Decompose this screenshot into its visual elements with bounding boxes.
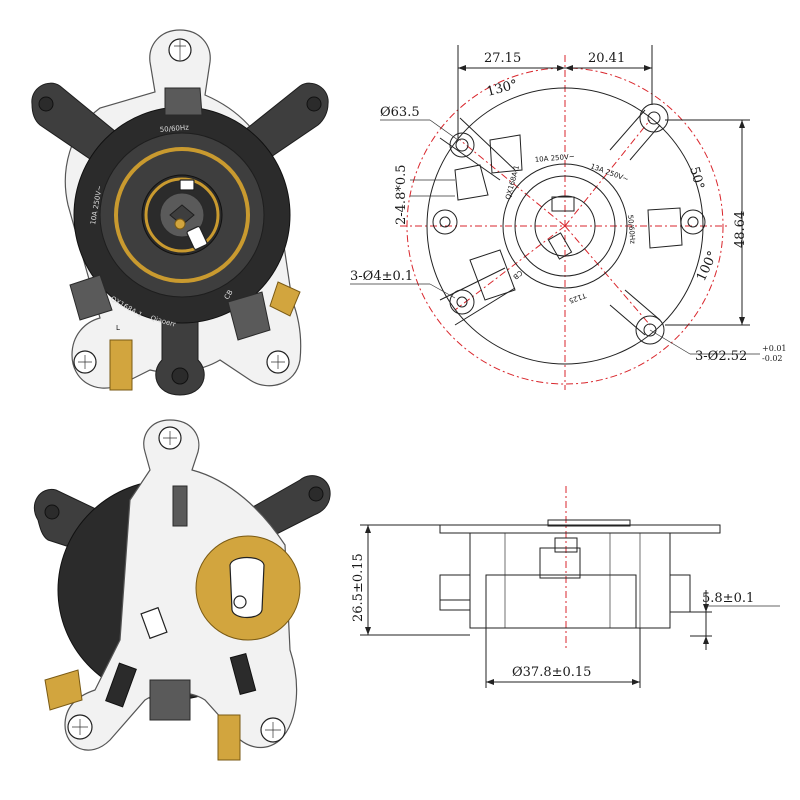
bottom-terminal-left xyxy=(44,669,83,711)
drawing-marking-rating-a: 13A 250V~ xyxy=(589,162,629,183)
disc-holder xyxy=(229,556,265,619)
terminal-pin-right xyxy=(269,281,301,317)
gold-ring-outer xyxy=(114,147,250,283)
tol-lower: -0.02 xyxy=(762,354,783,363)
terminal-pin-left xyxy=(109,339,133,391)
dim-side-height: 26.5±0.15 xyxy=(351,553,366,622)
hole-bottom-left xyxy=(449,289,475,315)
arm-bottom xyxy=(155,299,205,396)
hole-top-left xyxy=(449,132,475,158)
drawing-marking-rating-b: 10A 250V~ xyxy=(534,153,575,164)
drawing-marking-model: QX168A-1 xyxy=(504,164,521,200)
plate-outline xyxy=(426,87,704,365)
dim-width-left: 27.15 xyxy=(484,51,521,66)
hole-top-right xyxy=(639,103,669,133)
connector-bottom-view xyxy=(33,419,331,761)
angle-top: 130° xyxy=(485,77,519,100)
top-clip xyxy=(164,87,203,116)
side-pin-right xyxy=(670,574,691,613)
dim-width-right: 20.41 xyxy=(588,51,625,66)
connector-top-view: 50/60Hz 10A 250V~ QX168A-1 Qiaoerr CB L xyxy=(31,29,329,396)
tol-upper: +0.01 xyxy=(762,344,787,353)
hole-right xyxy=(680,209,706,235)
marking-freq: 50/60Hz xyxy=(159,123,189,134)
drawing-marking-temp: T125 xyxy=(568,291,588,305)
center-pin xyxy=(174,218,186,230)
dim-holes-small: 3-Ø4±0.1 xyxy=(350,269,413,284)
dim-slot: 2-4.8*0.5 xyxy=(394,164,409,225)
angle-bottom: 100° xyxy=(694,249,721,284)
marking-terminal: L xyxy=(116,324,120,332)
hole-bottom-right xyxy=(635,315,665,345)
dim-pin-height: 5.8±0.1 xyxy=(702,591,754,606)
drawing-marking-freq: 50/60Hz xyxy=(626,214,637,244)
top-tab-cross xyxy=(174,40,186,60)
side-elevation: 26.5±0.15 5.8±0.1 Ø37.8±0.15 xyxy=(351,486,780,688)
terminal-block-left xyxy=(69,274,113,321)
dim-holes-pins: 3-Ø2.52 xyxy=(695,349,747,364)
hole-left xyxy=(432,209,458,235)
dim-height: 48.64 xyxy=(733,211,748,248)
dim-outer-dia: Ø63.5 xyxy=(380,105,420,120)
terminal-block-right xyxy=(227,291,271,341)
marking-cert: CB xyxy=(223,288,235,301)
side-pin-left xyxy=(439,574,471,611)
angle-right: 50° xyxy=(686,165,706,191)
dimension-top-view: QX168A-1 10A 250V~ 13A 250V~ 50/60Hz T12… xyxy=(350,45,787,390)
gold-ring-inner xyxy=(144,177,220,253)
dim-base-dia: Ø37.8±0.15 xyxy=(512,665,591,680)
bottom-terminal-right xyxy=(217,714,241,761)
body-outline xyxy=(502,163,628,289)
contact-right xyxy=(186,226,208,250)
